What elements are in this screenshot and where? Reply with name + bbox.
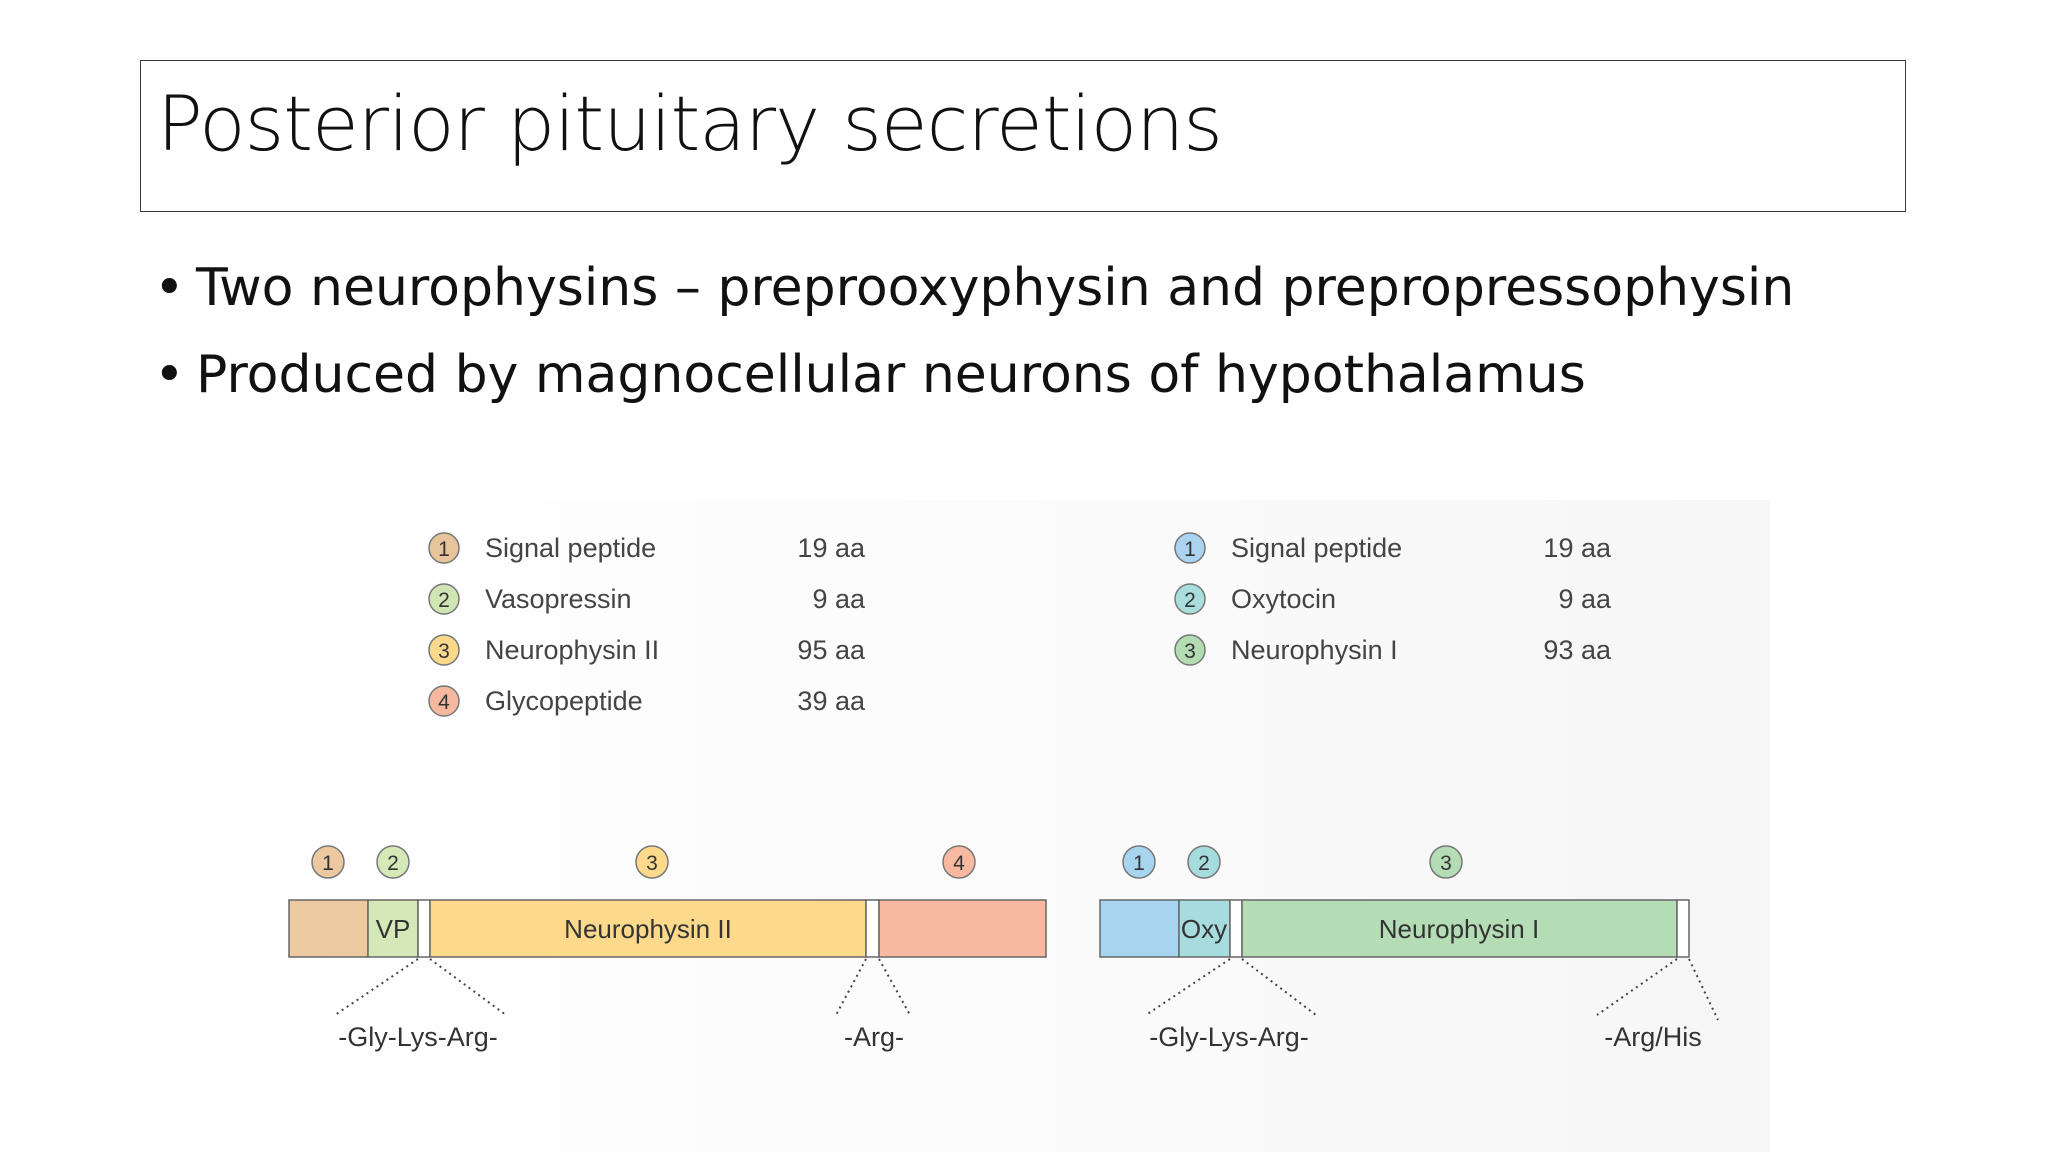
segment-number-badge [1187, 845, 1221, 879]
legend-number-badge [428, 532, 460, 564]
legend-label: Signal peptide [1231, 533, 1402, 563]
cleavage-leader-lines [334, 958, 911, 1016]
segment-number-badge [311, 845, 345, 879]
bar-oxytocin-precursor: 1 2 3 Oxy Neurophysin I -Gly-Lys-Arg- -A… [1099, 845, 1719, 1052]
segment-number-badge [942, 845, 976, 879]
legend-number-badge [428, 634, 460, 666]
legend-row: 3 Neurophysin I 93 aa [1174, 634, 1612, 666]
segment-label: Neurophysin I [1379, 914, 1539, 944]
bullet-item: • Two neurophysins – preprooxyphysin and… [150, 258, 1794, 345]
legend-size: 19 aa [797, 533, 866, 563]
legend-size: 93 aa [1543, 635, 1612, 665]
segment-neurophysin-i [1241, 899, 1678, 958]
legend-number-badge [1174, 532, 1206, 564]
legend-row: 2 Vasopressin 9 aa [428, 583, 866, 615]
legend-number-badge [1174, 583, 1206, 615]
bullet-dot: • [154, 345, 185, 405]
segment-number: 3 [646, 852, 658, 875]
legend-number: 2 [1184, 589, 1196, 612]
legend-label: Signal peptide [485, 533, 656, 563]
segment-cleavage-site [1676, 899, 1690, 958]
legend-label: Neurophysin II [485, 635, 659, 665]
cleavage-label: -Arg- [844, 1022, 904, 1052]
legend-size: 9 aa [812, 584, 866, 614]
legend-number-badge [428, 685, 460, 717]
legend-size: 95 aa [797, 635, 866, 665]
legend-label: Glycopeptide [485, 686, 643, 716]
legend-row: 2 Oxytocin 9 aa [1174, 583, 1612, 615]
legend-label: Neurophysin I [1231, 635, 1398, 665]
segment-number: 2 [387, 852, 399, 875]
segment-number-badge [635, 845, 669, 879]
legend-size: 9 aa [1558, 584, 1612, 614]
legend-row: 4 Glycopeptide 39 aa [428, 685, 866, 717]
segment-label: VP [376, 914, 411, 944]
segment-cleavage-site [1229, 899, 1243, 958]
legend-vasopressin: 1 Signal peptide 19 aa 2 Vasopressin 9 a… [428, 532, 866, 717]
legend-label: Oxytocin [1231, 584, 1336, 614]
segment-label: Neurophysin II [564, 914, 732, 944]
legend-number: 1 [438, 538, 450, 561]
bullet-item: • Produced by magnocellular neurons of h… [150, 345, 1794, 432]
legend-row: 1 Signal peptide 19 aa [1174, 532, 1612, 564]
legend-number-badge [1174, 634, 1206, 666]
legend-row: 1 Signal peptide 19 aa [428, 532, 866, 564]
legend-oxytocin: 1 Signal peptide 19 aa 2 Oxytocin 9 aa 3… [1174, 532, 1612, 666]
legend-number: 3 [438, 640, 450, 663]
segment-number-badge [1122, 845, 1156, 879]
bullet-text: Produced by magnocellular neurons of hyp… [196, 345, 1586, 405]
bullet-text: Two neurophysins – preprooxyphysin and p… [196, 258, 1795, 318]
title-box: Posterior pituitary secretions [140, 60, 1906, 212]
legend-size: 19 aa [1543, 533, 1612, 563]
legend-number: 2 [438, 589, 450, 612]
cleavage-label: -Gly-Lys-Arg- [1149, 1022, 1309, 1052]
legend-number-badge [428, 583, 460, 615]
segment-number: 3 [1440, 852, 1452, 875]
segment-number-badge [1429, 845, 1463, 879]
segment-number: 2 [1198, 852, 1210, 875]
segment-cleavage-site [417, 899, 431, 958]
segment-number-badge [376, 845, 410, 879]
legend-label: Vasopressin [485, 584, 632, 614]
segment-number: 1 [1133, 852, 1145, 875]
segment-label: Oxy [1181, 914, 1227, 944]
bullet-list: • Two neurophysins – preprooxyphysin and… [150, 258, 1794, 432]
segment-signal-peptide [1099, 899, 1180, 958]
segment-oxytocin [1178, 899, 1231, 958]
legend-row: 3 Neurophysin II 95 aa [428, 634, 866, 666]
legend-number: 3 [1184, 640, 1196, 663]
slide-title: Posterior pituitary secretions [157, 79, 1223, 168]
segment-cleavage-site [865, 899, 880, 958]
bullet-dot: • [154, 258, 185, 318]
bar-vasopressin-precursor: 1 2 3 4 VP Neurophysin II -Gly-Lys-Arg- … [288, 845, 1047, 1052]
legend-number: 4 [438, 691, 450, 714]
legend-number: 1 [1184, 538, 1196, 561]
segment-glycopeptide [878, 899, 1047, 958]
legend-size: 39 aa [797, 686, 866, 716]
segment-number: 1 [322, 852, 334, 875]
segment-signal-peptide [288, 899, 369, 958]
cleavage-leader-lines [1145, 958, 1719, 1021]
figure-background [270, 500, 1770, 1152]
segment-vasopressin [367, 899, 419, 958]
cleavage-label: -Arg/His [1604, 1022, 1702, 1052]
cleavage-label: -Gly-Lys-Arg- [338, 1022, 498, 1052]
segment-number: 4 [953, 852, 965, 875]
